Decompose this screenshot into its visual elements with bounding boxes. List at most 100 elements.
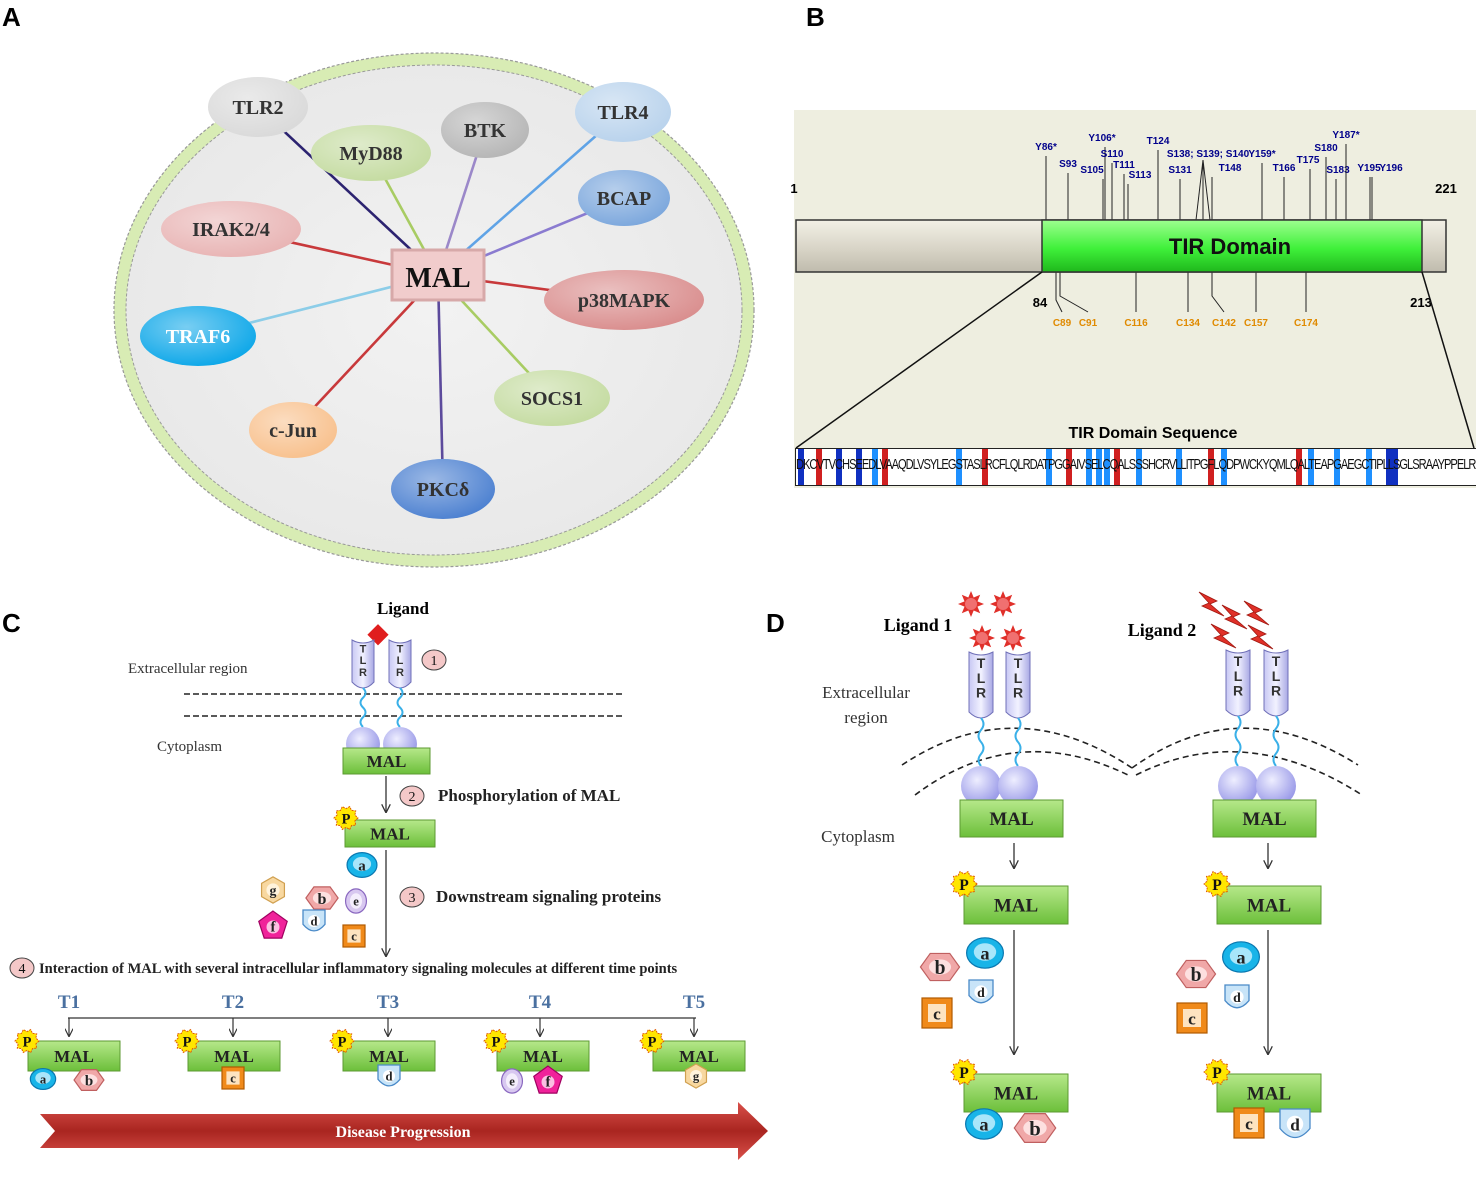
protein-c: c bbox=[1176, 1002, 1208, 1034]
site-T148: T148 bbox=[1219, 163, 1242, 174]
mal-label: MAL bbox=[989, 809, 1033, 830]
sequence-residue-mark bbox=[1366, 449, 1372, 485]
d-extracellular-label-2: region bbox=[844, 708, 888, 727]
protein-d: d bbox=[968, 979, 994, 1004]
phosphate-badge: P bbox=[483, 1028, 509, 1054]
protein-label: g bbox=[693, 1070, 700, 1084]
site-S180: S180 bbox=[1314, 143, 1338, 154]
phosphate-badge: P bbox=[1203, 870, 1231, 898]
site-Y187: Y187* bbox=[1332, 130, 1359, 141]
node-label: BTK bbox=[464, 120, 507, 142]
timepoint-t4: T4 bbox=[529, 992, 552, 1013]
sequence-residue-mark bbox=[836, 449, 842, 485]
step-marker-4: 4 bbox=[9, 957, 35, 979]
timepoint-t5: T5 bbox=[683, 992, 705, 1013]
protein-label: b bbox=[1029, 1119, 1041, 1141]
step-marker-2: 2 bbox=[399, 785, 425, 807]
protein-a: a bbox=[965, 937, 1004, 969]
mal-label: MAL bbox=[214, 1047, 254, 1066]
sequence-residue-mark bbox=[1066, 449, 1072, 485]
tlr-letter: R bbox=[976, 685, 986, 701]
node-bcap: BCAP bbox=[578, 170, 670, 226]
protein-label: a bbox=[1236, 948, 1245, 968]
tlr-letter: T bbox=[360, 644, 367, 656]
site-T124: T124 bbox=[1147, 136, 1170, 147]
node-traf6: TRAF6 bbox=[140, 306, 256, 366]
node-cjun: c-Jun bbox=[249, 402, 337, 458]
phosphate-label: P bbox=[492, 1034, 501, 1050]
mal-label: MAL bbox=[54, 1047, 94, 1066]
tlr-letter: L bbox=[1234, 668, 1243, 684]
pos-start-label: 1 bbox=[790, 181, 797, 196]
mal-label: MAL bbox=[679, 1047, 719, 1066]
node-btk: BTK bbox=[441, 102, 529, 158]
protein-label: c bbox=[1245, 1114, 1253, 1133]
protein-b: b bbox=[305, 886, 339, 910]
phosphate-badge: P bbox=[333, 805, 359, 831]
mal-label: MAL bbox=[994, 896, 1038, 917]
site-Y195: Y195 bbox=[1357, 163, 1381, 174]
mal-label: MAL bbox=[1247, 1084, 1291, 1105]
mal-box: MAL bbox=[27, 1040, 121, 1072]
mal-hub-label: MAL bbox=[405, 263, 470, 294]
protein-label: d bbox=[385, 1070, 392, 1084]
site-Y196: Y196 bbox=[1379, 163, 1403, 174]
tlr-receptor: TLR bbox=[383, 639, 417, 761]
panel-b-domain-map: Y86*S93S105Y106*S110T111S113T124S131S138… bbox=[790, 130, 1475, 449]
phosphate-label: P bbox=[1212, 877, 1222, 894]
sequence-residue-mark bbox=[1136, 449, 1142, 485]
tlr-receptor: TLR bbox=[346, 639, 380, 761]
c-ligand-label: Ligand bbox=[377, 599, 430, 618]
tlr-letter: L bbox=[397, 655, 404, 667]
site-S110: S110 bbox=[1101, 149, 1124, 160]
panel-label-d: D bbox=[766, 608, 785, 638]
step-marker-3: 3 bbox=[399, 886, 425, 908]
protein-label: c bbox=[351, 930, 357, 944]
phosphate-badge: P bbox=[174, 1028, 200, 1054]
phosphate-badge: P bbox=[950, 1058, 978, 1086]
tlr-letter: R bbox=[396, 667, 404, 679]
site-S113: S113 bbox=[1129, 170, 1152, 181]
node-label: c-Jun bbox=[269, 420, 317, 442]
node-label: BCAP bbox=[597, 188, 651, 210]
cys-C142: C142 bbox=[1212, 318, 1236, 329]
protein-label: b bbox=[85, 1073, 93, 1089]
mal-label: MAL bbox=[1247, 896, 1291, 917]
protein-a: a bbox=[1221, 941, 1260, 973]
node-irak24: IRAK2/4 bbox=[161, 201, 301, 257]
ligand-1-molecule bbox=[1000, 625, 1026, 651]
zoom-line-left bbox=[795, 271, 1043, 449]
mal-box: MAL bbox=[959, 799, 1064, 838]
protein-label: d bbox=[977, 985, 985, 1000]
sequence-residue-mark bbox=[1096, 449, 1102, 485]
tir-domain-bar bbox=[1041, 219, 1423, 273]
tlr-letter: T bbox=[1014, 655, 1023, 671]
mal-box: MAL bbox=[963, 1073, 1069, 1113]
protein-label: d bbox=[310, 915, 317, 929]
sequence-residue-mark bbox=[1176, 449, 1182, 485]
protein-b: b bbox=[919, 952, 961, 982]
c-cytoplasm-label: Cytoplasm bbox=[157, 739, 222, 755]
protein-g: g bbox=[684, 1063, 708, 1089]
site-T175: T175 bbox=[1297, 155, 1320, 166]
mal-box: MAL bbox=[1212, 799, 1317, 838]
sequence-residue-mark bbox=[982, 449, 988, 485]
sequence-residue-mark bbox=[1296, 449, 1302, 485]
protein-d: d bbox=[377, 1064, 401, 1087]
phosphate-badge: P bbox=[329, 1028, 355, 1054]
tlr-letter: L bbox=[977, 670, 986, 686]
panel-c-pathway: Ligand Extracellular region Cytoplasm TL… bbox=[9, 599, 768, 1160]
protein-b: b bbox=[73, 1069, 105, 1091]
ligand-1-molecule bbox=[969, 625, 995, 651]
mal-label: MAL bbox=[994, 1084, 1038, 1105]
protein-label: b bbox=[1191, 965, 1202, 986]
node-label: TLR2 bbox=[232, 97, 283, 119]
d-membrane-inner-2 bbox=[1135, 750, 1363, 796]
tlr-letter: R bbox=[1233, 683, 1243, 699]
svg-text:4: 4 bbox=[19, 962, 26, 977]
node-label: IRAK2/4 bbox=[192, 219, 270, 241]
step-2-text: Phosphorylation of MAL bbox=[438, 786, 620, 805]
ligand-2-molecule bbox=[1247, 624, 1274, 650]
sequence-residue-mark bbox=[1386, 449, 1392, 485]
sequence-residue-mark bbox=[1086, 449, 1092, 485]
